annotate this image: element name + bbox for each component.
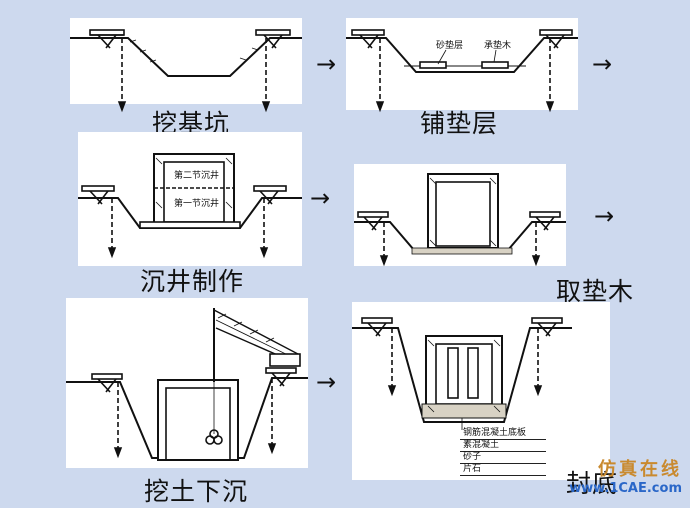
layer-row-rc-slab: 钢筋混凝土底板 (460, 428, 546, 440)
step4-panel (354, 164, 566, 267)
sand-cushion-label: 砂垫层 (436, 39, 463, 51)
flow-arrow-2: → (592, 50, 613, 78)
layer-row-sand: 砂子 (460, 452, 546, 464)
step2-caption: 铺垫层 (420, 109, 499, 138)
step5-caption: 挖土下沉 (144, 477, 249, 506)
watermark: 仿真在线 www.1CAE.com (569, 455, 682, 496)
seal-layers-table: 钢筋混凝土底板 素混凝土 砂子 片石 (460, 428, 546, 476)
step5-panel (66, 298, 308, 468)
step3-caption: 沉井制作 (140, 267, 245, 296)
step4-remove-timber-drawing (354, 173, 566, 267)
step1-pit-drawing (70, 29, 302, 113)
step3-caisson-drawing: 第二节沉井 第一节沉井 (78, 153, 302, 259)
watermark-text: 仿真在线 (598, 459, 682, 480)
step2-panel: 砂垫层 承垫木 (346, 18, 578, 113)
bearing-timber-label: 承垫木 (484, 39, 511, 51)
step4-caption: 取垫木 (556, 277, 635, 306)
step1-panel (70, 18, 302, 113)
flow-arrow-3: → (310, 184, 331, 212)
second-section-label: 第二节沉井 (174, 169, 219, 181)
step6-seal-drawing (352, 317, 572, 430)
layer-row-rubble: 片石 (460, 464, 546, 476)
step3-panel: 第二节沉井 第一节沉井 (78, 132, 302, 266)
first-section-label: 第一节沉井 (174, 197, 219, 209)
step6-caption: 封底 (566, 469, 619, 498)
step5-excavation-drawing (66, 308, 308, 461)
step2-cushion-drawing: 砂垫层 承垫木 (346, 29, 578, 113)
flow-arrow-1: → (316, 50, 337, 78)
watermark-url: www.1CAE.com (569, 481, 682, 496)
flow-arrow-5: → (316, 368, 337, 396)
flow-arrow-4: → (594, 202, 615, 230)
step6-panel: 钢筋混凝土底板 素混凝土 砂子 片石 (352, 302, 610, 480)
layer-row-plain-concrete: 素混凝土 (460, 440, 546, 452)
